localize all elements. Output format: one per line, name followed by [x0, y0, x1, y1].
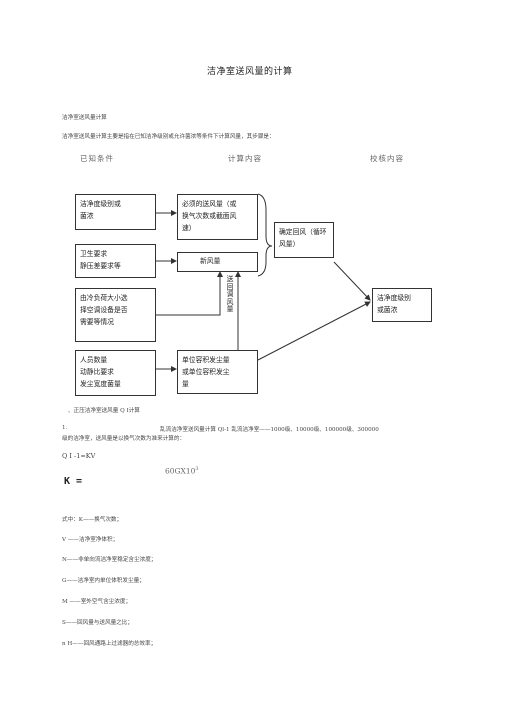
where-line-7: n H——回风通路上过滤器的总效率；: [62, 641, 157, 647]
calc-box-dust-line3: 量: [182, 380, 189, 388]
known-box-cleanliness-line1: 洁净度级别或: [80, 200, 121, 208]
item1-number: 1.: [62, 425, 68, 431]
known-box-hygiene: 卫生要求 静压差要求等: [75, 244, 156, 278]
formula-q: Q I -1=KV: [62, 452, 96, 460]
calc-box-supply-air: 必须的送风量（或 换气次数或截面风 速）: [177, 194, 258, 240]
where-line-6: S——回风量与送风量之比；: [62, 620, 133, 626]
where-line-2: V ——洁净室净体积；: [62, 537, 119, 543]
known-box-personnel-line2: 动静比要求: [80, 368, 114, 376]
calc-box-supply-line2: 换气次数或截面风: [182, 212, 237, 220]
formula-fraction-numerator: 60GX10: [165, 466, 196, 476]
formula-exponent: 3: [195, 466, 199, 472]
formula-k: K =: [64, 476, 83, 487]
known-box-personnel: 人员数量 动静比要求 发尘宽度菌量: [75, 350, 156, 396]
item1-text-line2: 级的洁净室，送风量是以换气次数为准来计算的：: [62, 436, 186, 442]
determine-line1: 确定回风（循环: [279, 228, 327, 236]
check-line2: 或菌浓: [377, 306, 398, 314]
known-box-personnel-line1: 人员数量: [80, 356, 108, 364]
calc-box-dust-line1: 单位容积发尘量: [182, 356, 230, 364]
formula-fraction: 60GX103: [165, 466, 199, 476]
calc-box-supply-line1: 必须的送风量（或: [182, 200, 237, 208]
known-box-cleanliness-line2: 菌浓: [80, 212, 94, 220]
page-title: 洁净室送风量的计算: [207, 67, 293, 77]
where-line-3: N——非单向流洁净室稳定含尘浓度；: [62, 557, 157, 563]
known-box-cooling-line1: 由冷负荷大小选: [80, 294, 128, 302]
known-box-hygiene-line1: 卫生要求: [80, 250, 108, 258]
where-line-5: M ——室外空气含尘浓度；: [62, 599, 132, 605]
calc-box-fresh-air: 新风量: [177, 252, 258, 272]
calc-box-dust-generation: 单位容积发尘量 或单位容积发尘 量: [177, 350, 258, 394]
known-box-cleanliness: 洁净度级别或 菌浓: [75, 194, 156, 230]
known-box-hygiene-line2: 静压差要求等: [80, 262, 121, 270]
known-box-personnel-line3: 发尘宽度菌量: [80, 380, 121, 388]
subtitle: 洁净室送风量计算: [62, 115, 107, 121]
item1-text: 乱流洁净室送风量计算 Ql-1 乱流洁净室——1000级、10000级、1000…: [160, 427, 379, 433]
column-calculation: 计算内容: [228, 154, 262, 163]
column-known-conditions: 已知条件: [80, 154, 114, 163]
determine-return-air-box: 确定回风（循环 风量）: [274, 222, 334, 258]
known-box-cooling-load: 由冷负荷大小选 择空调设备是否 需要等情况: [75, 288, 156, 342]
determine-line2: 风量）: [279, 240, 300, 248]
where-line-4: G——洁净室内单位体积发尘量；: [62, 578, 145, 584]
intro-paragraph: 洁净室送风量计算主要是指在已知洁净级别或允许菌浓等条件下计算风量，其步骤是：: [62, 134, 275, 140]
check-line1: 洁净度级别: [377, 294, 411, 302]
calc-box-fresh-air-label: 新风量: [200, 257, 221, 265]
section-heading: 、正压洁净室送风量 Q I计算: [68, 408, 140, 414]
calc-box-dust-line2: 或单位容积发尘: [182, 368, 230, 376]
known-box-cooling-line2: 择空调设备是否: [80, 306, 128, 314]
where-line-1: 式中：K——换气次数；: [62, 517, 123, 523]
calc-box-supply-line3: 速）: [182, 224, 196, 232]
vertical-label-return-air: 送回调风量: [226, 275, 234, 313]
column-check: 校核内容: [370, 154, 404, 163]
check-box-cleanliness: 洁净度级别 或菌浓: [372, 288, 432, 322]
known-box-cooling-line3: 需要等情况: [80, 318, 114, 326]
